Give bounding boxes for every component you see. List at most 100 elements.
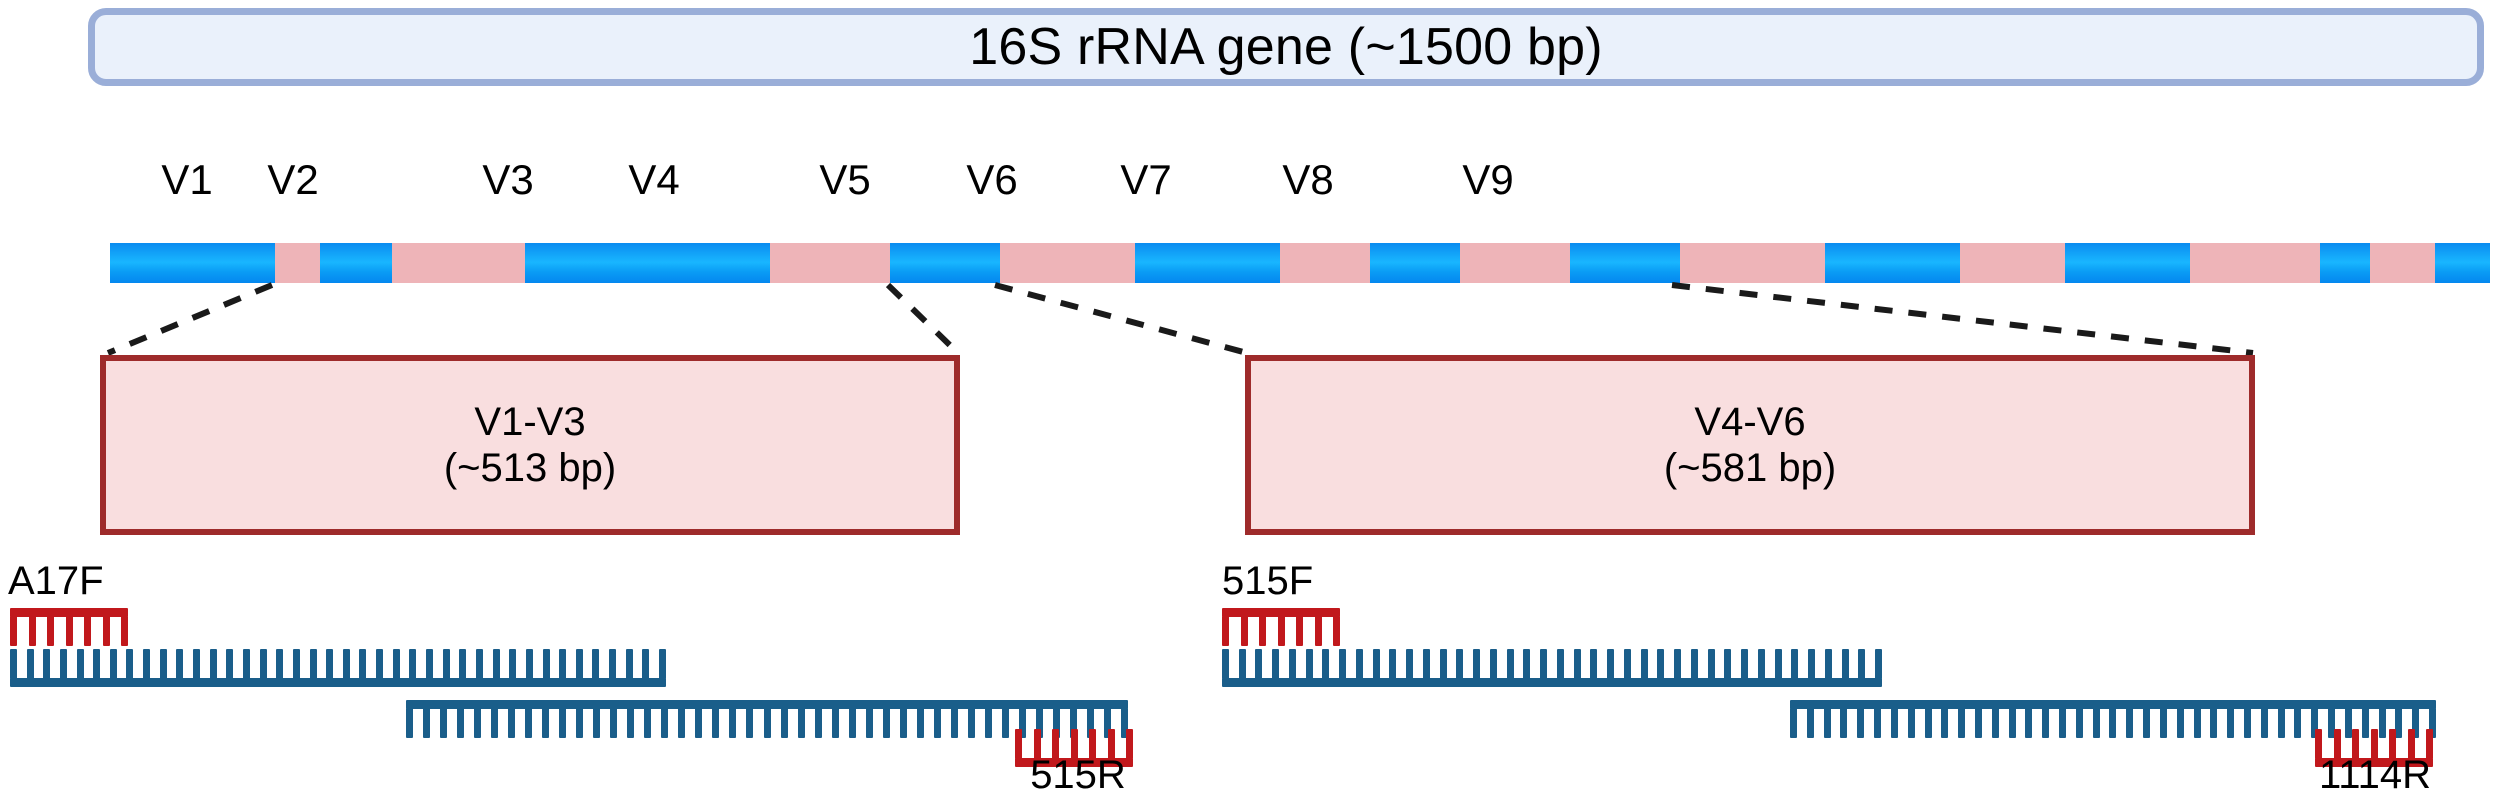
gene-segment-variable	[275, 243, 320, 283]
strand-tooth	[1121, 708, 1128, 738]
gene-segment-variable	[770, 243, 890, 283]
strand-tooth	[1941, 708, 1948, 738]
strand-tooth	[849, 708, 856, 738]
strand-tooth	[1019, 708, 1026, 738]
strand-tooth	[2160, 708, 2167, 738]
strand-tooth	[1840, 708, 1847, 738]
strand-tooth	[1490, 649, 1497, 679]
strand-tooth	[644, 708, 651, 738]
strand-tooth	[815, 708, 822, 738]
strand-tooth	[2109, 708, 2116, 738]
strand-tooth	[1908, 708, 1915, 738]
strand-tooth	[121, 616, 128, 646]
strand-tooth	[1824, 708, 1831, 738]
gene-segment-variable	[1280, 243, 1370, 283]
strand-tooth	[1373, 649, 1380, 679]
amplicon-title: V1-V3	[474, 400, 586, 444]
gene-segment-conserved	[1135, 243, 1280, 283]
strand-tooth	[27, 649, 34, 679]
strand-tooth	[343, 649, 350, 679]
strand-tooth	[1825, 649, 1832, 679]
strand-tooth	[1858, 649, 1865, 679]
gene-segment-variable	[1000, 243, 1135, 283]
strand-tooth	[1473, 649, 1480, 679]
strand-tooth	[1891, 708, 1898, 738]
strand-tooth	[866, 708, 873, 738]
strand-tooth	[2076, 708, 2083, 738]
strand-tooth	[2412, 708, 2419, 738]
strand-tooth	[1126, 729, 1133, 759]
strand-tooth	[609, 649, 616, 679]
read-v4v6-forward	[1222, 648, 1882, 687]
strand-tooth	[985, 708, 992, 738]
variable-region-label-v4: V4	[628, 156, 680, 203]
amplicon-v1-v3: V1-V3(~513 bp)	[100, 355, 960, 535]
primer-515r-label: 515R	[1030, 753, 1126, 797]
read-v4v6-reverse	[1790, 700, 2436, 739]
strand-tooth	[103, 616, 110, 646]
strand-tooth	[661, 708, 668, 738]
strand-tooth	[1306, 649, 1313, 679]
strand-tooth	[310, 649, 317, 679]
primer-1114r	[2315, 728, 2433, 767]
strand-backbone	[1222, 678, 1882, 687]
strand-tooth	[2244, 708, 2251, 738]
strand-tooth	[1259, 616, 1266, 646]
strand-tooth	[593, 708, 600, 738]
strand-tooth	[2352, 729, 2359, 759]
strand-tooth	[491, 708, 498, 738]
strand-backbone	[1222, 608, 1340, 617]
strand-tooth	[1925, 708, 1932, 738]
strand-tooth	[1071, 729, 1078, 759]
amplicon-title: V4-V6	[1694, 400, 1806, 444]
strand-tooth	[1440, 649, 1447, 679]
strand-tooth	[10, 649, 17, 679]
primer-515f-label: 515F	[1222, 559, 1314, 603]
strand-tooth	[559, 708, 566, 738]
strand-tooth	[509, 649, 516, 679]
strand-tooth	[1708, 649, 1715, 679]
strand-tooth	[1052, 729, 1059, 759]
strand-tooth	[2345, 708, 2352, 738]
strand-tooth	[2059, 708, 2066, 738]
strand-tooth	[1278, 616, 1285, 646]
strand-tooth	[2042, 708, 2049, 738]
strand-tooth	[1423, 649, 1430, 679]
gene-segment-variable	[1960, 243, 2065, 283]
strand-tooth	[559, 649, 566, 679]
variable-region-label-v1: V1	[161, 156, 213, 203]
gene-segment-conserved	[525, 243, 770, 283]
strand-tooth	[1691, 649, 1698, 679]
strand-tooth	[457, 708, 464, 738]
strand-tooth	[1523, 649, 1530, 679]
strand-tooth	[678, 708, 685, 738]
strand-tooth	[626, 649, 633, 679]
strand-tooth	[43, 649, 50, 679]
strand-tooth	[1034, 729, 1041, 759]
gene-segment-conserved	[1825, 243, 1960, 283]
strand-tooth	[951, 708, 958, 738]
gene-header-box: 16S rRNA gene (~1500 bp)	[88, 8, 2484, 86]
strand-tooth	[2126, 708, 2133, 738]
strand-tooth	[543, 649, 550, 679]
strand-tooth	[2311, 708, 2318, 738]
strand-tooth	[126, 649, 133, 679]
strand-tooth	[2210, 708, 2217, 738]
strand-tooth	[1574, 649, 1581, 679]
strand-tooth	[1289, 649, 1296, 679]
strand-backbone	[10, 678, 666, 687]
variable-region-label-v5: V5	[819, 156, 871, 203]
strand-tooth	[276, 649, 283, 679]
gene-segment-variable	[2370, 243, 2435, 283]
gene-segment-conserved	[110, 243, 275, 283]
leader-line	[885, 282, 961, 356]
strand-tooth	[781, 708, 788, 738]
strand-tooth	[260, 649, 267, 679]
primer-a17f	[10, 608, 128, 647]
strand-tooth	[359, 649, 366, 679]
strand-tooth	[1590, 649, 1597, 679]
strand-tooth	[2093, 708, 2100, 738]
strand-tooth	[2426, 729, 2433, 759]
strand-tooth	[1807, 708, 1814, 738]
strand-tooth	[2294, 708, 2301, 738]
